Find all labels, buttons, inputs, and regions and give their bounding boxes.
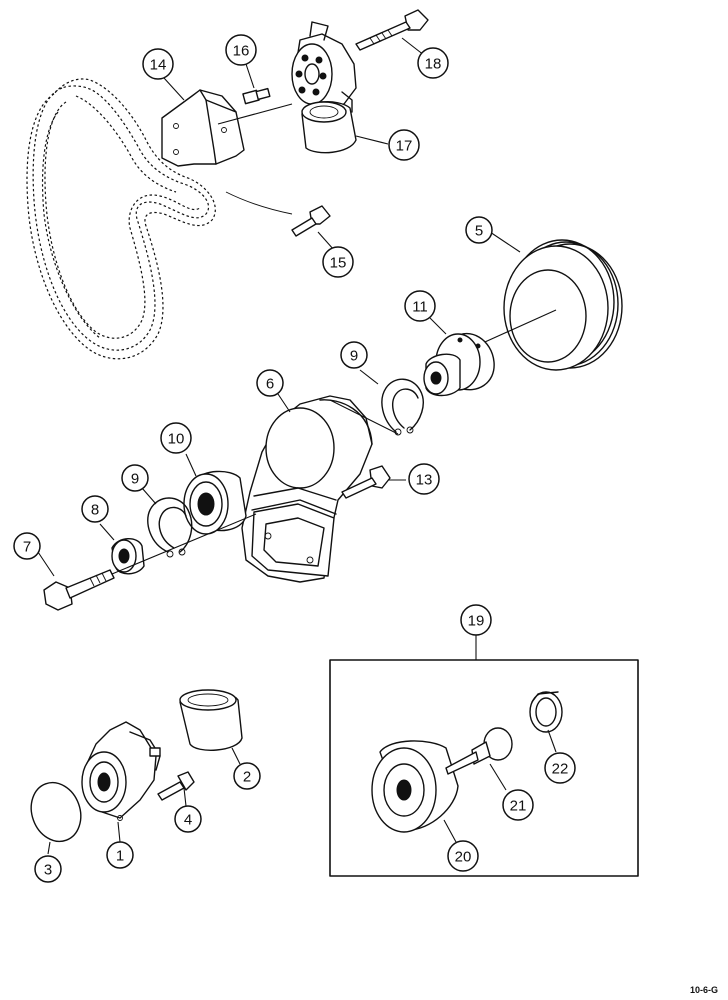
callout-13: 13 xyxy=(408,463,440,495)
callout-label-2: 2 xyxy=(243,769,251,786)
callout-label-5: 5 xyxy=(475,223,483,240)
callout-5: 5 xyxy=(465,216,493,244)
callout-2: 2 xyxy=(233,762,261,790)
callout-label-4: 4 xyxy=(184,812,192,829)
callout-label-9-upper: 9 xyxy=(350,348,358,365)
callout-label-14: 14 xyxy=(150,57,167,74)
callout-label-9-lower: 9 xyxy=(131,471,139,488)
callout-label-22: 22 xyxy=(552,761,569,778)
callout-label-20: 20 xyxy=(455,849,472,866)
bracket-part-14 xyxy=(161,89,245,167)
gasket-part-3 xyxy=(30,781,82,855)
idler-housing-part-6 xyxy=(241,393,399,583)
washer-part-8 xyxy=(99,523,145,575)
callout-21: 21 xyxy=(502,789,534,821)
figure-reference-code: 10-6-G xyxy=(690,985,718,995)
callout-10: 10 xyxy=(160,422,192,454)
callout-15: 15 xyxy=(322,246,354,278)
callout-label-15: 15 xyxy=(330,255,347,272)
callout-label-11: 11 xyxy=(412,299,428,316)
callout-label-8: 8 xyxy=(91,502,99,519)
callout-1: 1 xyxy=(106,841,134,869)
callout-label-19: 19 xyxy=(468,613,485,630)
bolt-part-7 xyxy=(37,513,257,611)
callout-label-1: 1 xyxy=(116,848,124,865)
callout-6: 6 xyxy=(256,369,284,397)
bolt-part-4 xyxy=(157,771,195,807)
callout-label-21: 21 xyxy=(510,798,527,815)
bolt-part-13 xyxy=(341,465,406,499)
callout-11: 11 xyxy=(404,290,436,322)
water-pump-part-1 xyxy=(81,721,161,843)
idler-kit-box-part-19 xyxy=(329,634,639,877)
shoulder-bolt-part-21 xyxy=(445,727,513,791)
callout-label-3: 3 xyxy=(44,862,52,879)
callout-label-16: 16 xyxy=(233,43,250,60)
callout-label-7: 7 xyxy=(23,539,31,556)
callout-8: 8 xyxy=(81,495,109,523)
callout-16: 16 xyxy=(225,34,257,89)
sleeve-part-2 xyxy=(179,689,243,765)
bearing-part-10 xyxy=(183,453,247,535)
long-bolt-part-18 xyxy=(355,9,429,59)
callout-7: 7 xyxy=(13,532,41,560)
callout-9-upper: 9 xyxy=(340,341,368,369)
callout-label-18: 18 xyxy=(425,56,442,73)
callout-9-lower: 9 xyxy=(121,464,149,492)
bolt-part-16 xyxy=(217,87,293,125)
callout-14: 14 xyxy=(142,48,185,101)
callout-label-17: 17 xyxy=(396,138,413,155)
callout-label-13: 13 xyxy=(416,472,433,489)
idler-pulley-part-20 xyxy=(371,740,459,843)
snap-ring-part-9-lower xyxy=(141,487,193,558)
callout-20: 20 xyxy=(447,840,479,872)
callout-17: 17 xyxy=(388,129,420,161)
callout-3: 3 xyxy=(34,855,62,883)
damper-pulley-part-5 xyxy=(475,231,623,371)
belt-tensioner-assembly xyxy=(291,21,357,113)
callout-4: 4 xyxy=(174,805,202,833)
callout-label-6: 6 xyxy=(266,376,274,393)
bushing-part-22 xyxy=(529,691,563,753)
idler-pulley-part-17 xyxy=(301,101,389,154)
callout-label-10: 10 xyxy=(168,431,185,448)
callout-18: 18 xyxy=(417,47,449,79)
bolt-part-15 xyxy=(291,205,335,251)
drive-belt xyxy=(26,78,216,360)
callout-19: 19 xyxy=(460,604,492,636)
callout-22: 22 xyxy=(544,752,576,784)
hub-part-11 xyxy=(423,317,495,397)
snap-ring-part-9-upper xyxy=(359,369,424,436)
